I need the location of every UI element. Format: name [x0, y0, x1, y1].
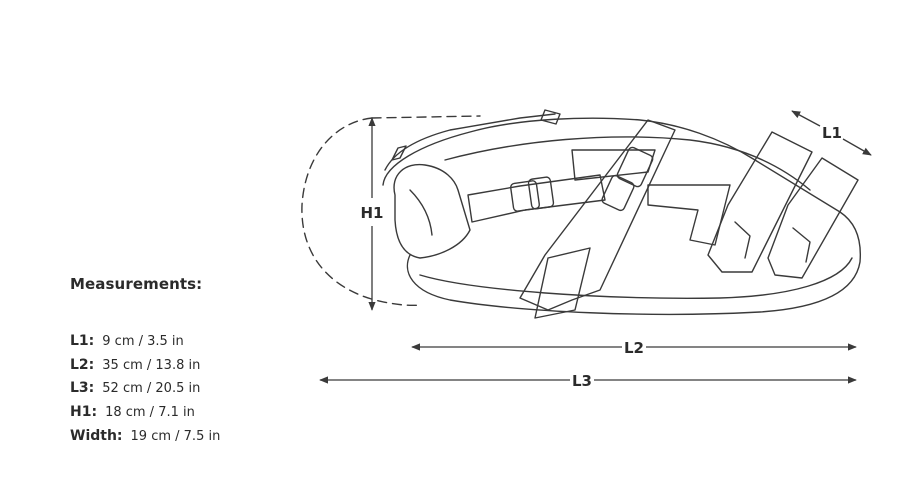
- l2-label: L2: [624, 339, 644, 357]
- measurement-l1: L1: 9 cm / 3.5 in: [70, 333, 184, 349]
- roll-top-outline: [301, 117, 421, 307]
- roll-top-fold-crease: [409, 189, 433, 236]
- strap-end: [534, 247, 591, 319]
- measurement-value: 52 cm / 20.5 in: [102, 381, 201, 396]
- bag-body-outline: [382, 117, 862, 316]
- seat-rail-strap-inner: [734, 221, 751, 259]
- seat-rail-strap: [767, 157, 859, 279]
- measurement-label: Width:: [70, 428, 123, 444]
- measurement-label: L3:: [70, 380, 95, 396]
- bag-drawing: [301, 109, 862, 319]
- diagonal-buckle: [601, 174, 635, 212]
- cord-lock: [540, 109, 561, 125]
- roll-top-outline: [371, 115, 481, 119]
- dimension-lines: [319, 110, 872, 384]
- compression-cord: [391, 145, 407, 161]
- measurement-value: 35 cm / 13.8 in: [102, 358, 201, 373]
- seat-rail-strap: [707, 131, 813, 273]
- measurement-value: 19 cm / 7.5 in: [130, 429, 221, 444]
- l1-dimension-line: [842, 138, 872, 156]
- seat-rail-strap-inner: [792, 227, 811, 263]
- measurement-l2: L2: 35 cm / 13.8 in: [70, 357, 200, 373]
- roll-top-fold: [393, 163, 471, 259]
- diagonal-strap: [519, 119, 676, 311]
- measurement-width: Width: 19 cm / 7.5 in: [70, 428, 220, 444]
- l1-dimension-line: [791, 110, 821, 127]
- reflective-patch: [647, 184, 731, 246]
- strap-buckle: [509, 180, 541, 212]
- measurement-value: 18 cm / 7.1 in: [105, 405, 195, 420]
- diagonal-buckle: [616, 146, 654, 188]
- measurement-label: L2:: [70, 357, 95, 373]
- bag-seam: [444, 136, 811, 191]
- measurement-h1: H1: 18 cm / 7.1 in: [70, 404, 195, 420]
- bag-base-line: [419, 257, 853, 299]
- side-strap: [467, 174, 606, 223]
- compression-cord: [384, 113, 556, 171]
- measurement-label: L1:: [70, 333, 95, 349]
- l3-label: L3: [572, 372, 592, 390]
- measurement-l3: L3: 52 cm / 20.5 in: [70, 380, 200, 396]
- measurement-value: 9 cm / 3.5 in: [102, 334, 184, 349]
- h1-label: H1: [361, 204, 384, 222]
- measurement-label: H1:: [70, 404, 98, 420]
- reflective-patch: [571, 149, 656, 181]
- l1-label: L1: [822, 124, 842, 142]
- strap-buckle: [527, 176, 555, 210]
- measurements-title: Measurements:: [70, 275, 203, 293]
